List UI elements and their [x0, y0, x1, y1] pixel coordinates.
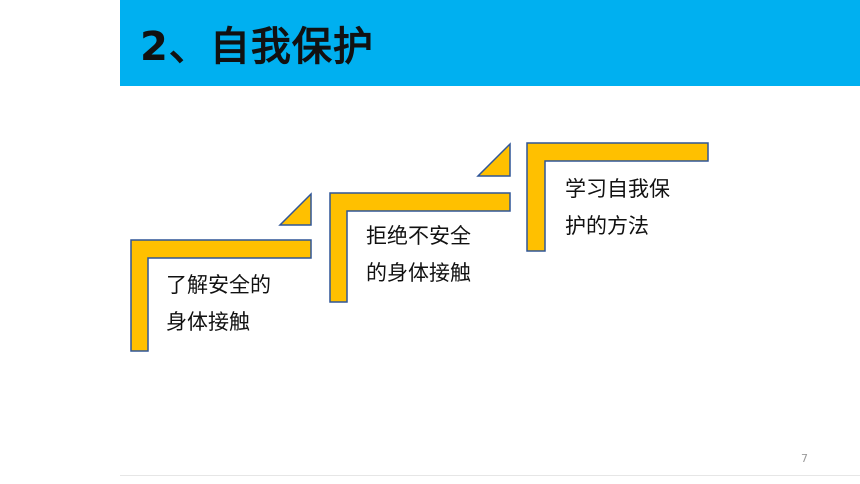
step-3-bracket [526, 142, 709, 252]
step-1-bracket [130, 239, 312, 352]
step-2-line-1: 拒绝不安全 [366, 224, 471, 248]
page-number: 7 [801, 452, 808, 465]
step-1-triangle [278, 192, 312, 226]
title-bar: 2、自我保护 [120, 0, 860, 86]
step-3-line-1: 学习自我保 [565, 177, 670, 201]
step-1-line-1: 了解安全的 [166, 273, 271, 297]
step-1-line-2: 身体接触 [166, 310, 250, 334]
step-1-text: 了解安全的 身体接触 [166, 267, 271, 341]
bottom-divider [120, 475, 860, 476]
step-2-line-2: 的身体接触 [366, 261, 471, 285]
step-2-triangle [476, 142, 511, 177]
step-2-text: 拒绝不安全 的身体接触 [366, 218, 471, 292]
step-2-bracket [329, 192, 511, 303]
slide-title: 2、自我保护 [140, 24, 374, 70]
step-3-line-2: 护的方法 [565, 214, 649, 238]
step-3-text: 学习自我保 护的方法 [565, 171, 670, 245]
